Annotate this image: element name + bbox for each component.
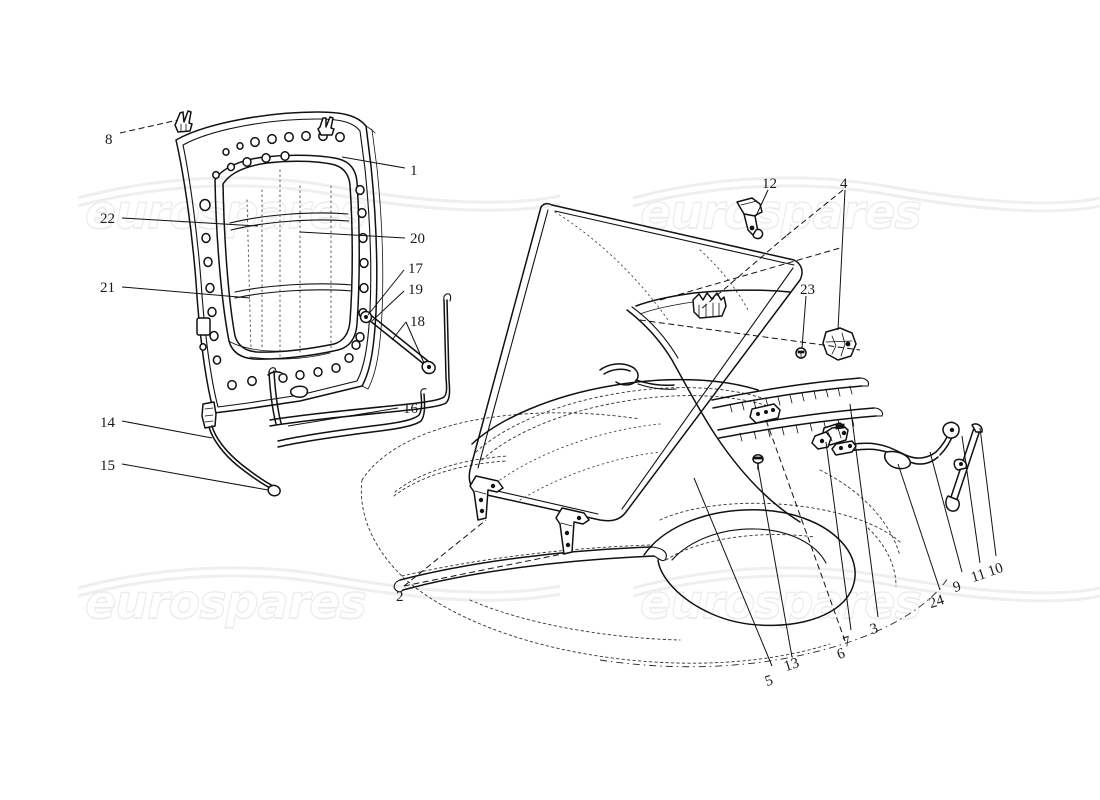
callout-19: 19 [408,282,423,298]
callout-22: 22 [100,211,115,227]
part-16-lower-rod [277,388,427,448]
part-14-bracket [201,401,217,429]
part-12-hinge [736,197,764,240]
windscreen-lower-rail [711,377,884,442]
callout-1: 1 [410,163,418,179]
part-4-striker-plate [822,327,857,361]
interior-handle-detail [599,363,677,390]
callout-15: 15 [100,458,115,474]
callout-4: 4 [840,176,848,192]
frame-clip-holes [196,130,369,398]
linkage-assembly [811,421,983,512]
callout-17: 17 [408,261,423,277]
part-4-clip-cluster [692,292,727,319]
rear-window-frame-assembly [174,110,452,497]
callout-12: 12 [762,176,777,192]
part-8-clip [174,110,193,133]
callout-2: 2 [396,589,404,605]
leader-lines [119,119,997,667]
windscreen-assembly [468,197,884,555]
callout-21: 21 [100,280,115,296]
car-body-ghost-outline [360,412,949,668]
callout-8: 8 [105,132,113,148]
part-2-hinge-left [469,475,504,521]
linkage-rod [831,421,960,470]
frame-lower-stub [268,367,282,425]
part-2-hinge-right [555,507,590,555]
part-6-bracket [749,403,781,424]
callout-16: 16 [403,401,418,417]
part-15-rod [208,425,281,497]
part-10-stay-rod [945,423,983,512]
callout-23: 23 [800,282,815,298]
callout-20: 20 [410,231,425,247]
part-23-grommet [795,347,807,359]
part-8-clip-right [317,116,335,136]
callout-18: 18 [410,314,425,330]
callout-14: 14 [100,415,115,431]
